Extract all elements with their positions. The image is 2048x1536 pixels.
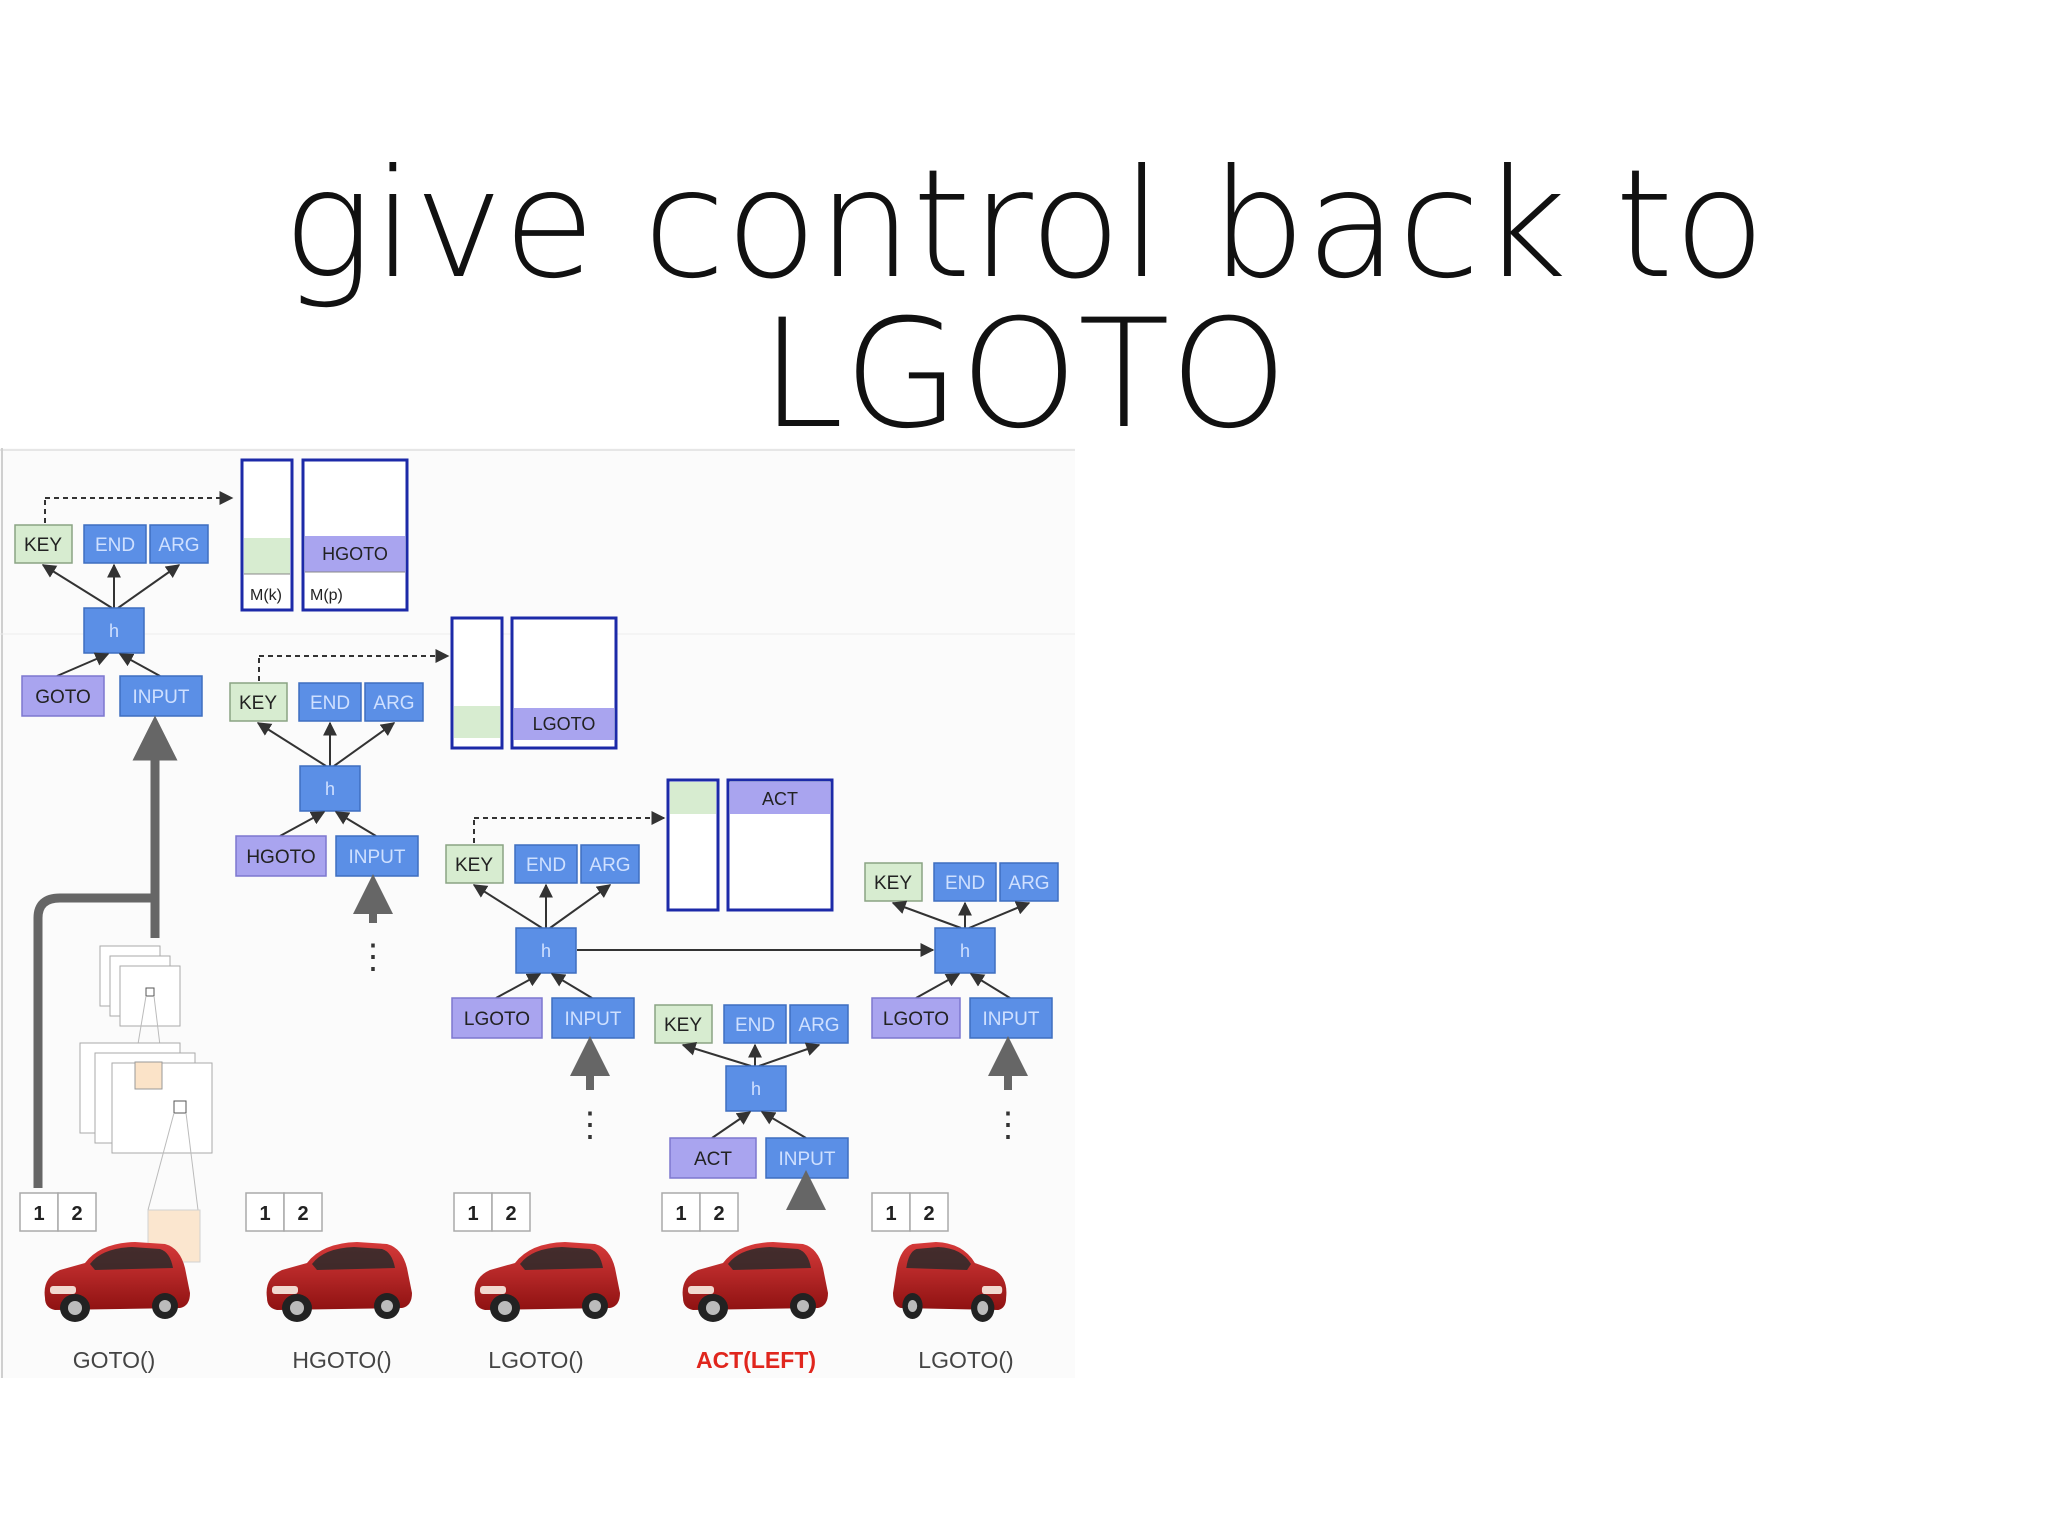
stage5-prog-label: LGOTO	[883, 1009, 949, 1030]
stage5-dots: ⋮	[991, 1106, 1025, 1144]
stage3-end-label: END	[526, 855, 566, 876]
stage3-arg-label: ARG	[589, 855, 630, 876]
npi-diagram: KEY END ARG h GOTO INPUT M(k) HGOTO M(p)…	[0, 448, 1075, 1378]
car-image-1	[44, 1242, 191, 1322]
frame-1-num2: 2	[71, 1203, 82, 1225]
stage2-core: KEY END ARG h HGOTO INPUT ⋮	[229, 649, 450, 976]
frame-2: 1 2	[245, 1192, 323, 1232]
frame-1-num1: 1	[33, 1203, 44, 1225]
frame-5-caption: LGOTO()	[918, 1347, 1013, 1373]
stage1-memory: M(k) HGOTO M(p)	[240, 458, 409, 612]
stage1-end-label: END	[95, 535, 135, 556]
stage4-arg-label: ARG	[798, 1015, 839, 1036]
stage3-mem-entry: ACT	[762, 789, 798, 809]
frame-4: 1 2	[661, 1192, 739, 1232]
stage1-prog-label: GOTO	[35, 687, 91, 708]
stage3-dots: ⋮	[573, 1106, 607, 1144]
stage1-mem-p-label: M(p)	[310, 587, 343, 604]
stage4-input-label: INPUT	[779, 1149, 836, 1170]
frame-5-num2: 2	[923, 1203, 934, 1225]
cnn-feature-maps	[33, 715, 213, 1263]
stage3-prog-label: LGOTO	[464, 1009, 530, 1030]
stage1-prog-box	[21, 675, 105, 717]
frame-2-caption: HGOTO()	[292, 1347, 391, 1373]
stage2-h-label: h	[325, 779, 335, 799]
frame-3-num2: 2	[505, 1203, 516, 1225]
stage2-mem-entry: LGOTO	[533, 714, 596, 734]
stage2-arg-label: ARG	[373, 693, 414, 714]
stage4-prog-label: ACT	[694, 1149, 732, 1170]
slide-title: give control back to LGOTO	[282, 138, 1766, 462]
frame-4-caption: ACT(LEFT)	[696, 1347, 816, 1373]
frame-4-num2: 2	[713, 1203, 724, 1225]
stage3-h-label: h	[541, 941, 551, 961]
frame-5: 1 2	[871, 1192, 949, 1232]
stage4-key-label: KEY	[664, 1015, 702, 1036]
stage1-arg-label: ARG	[158, 535, 199, 556]
frame-2-num1: 1	[259, 1203, 270, 1225]
stage1-mem-k-label: M(k)	[250, 587, 282, 604]
stage1-key-label: KEY	[24, 535, 62, 556]
stage2-key-label: KEY	[239, 693, 277, 714]
car-image-5	[893, 1242, 1007, 1322]
stage2-dots: ⋮	[356, 938, 390, 976]
stage4-h-label: h	[751, 1079, 761, 1099]
stage3-key-label: KEY	[455, 855, 493, 876]
stage2-prog-label: HGOTO	[246, 847, 315, 868]
stage1-core: KEY END ARG h GOTO INPUT	[14, 491, 234, 717]
frame-1: 1 2	[19, 1192, 97, 1232]
stage5-input-label: INPUT	[983, 1009, 1040, 1030]
frame-3: 1 2	[453, 1192, 531, 1232]
stage5-key-label: KEY	[874, 873, 912, 894]
stage1-h-box	[83, 607, 145, 654]
frame-2-num2: 2	[297, 1203, 308, 1225]
stage4-core: KEY END ARG h ACT INPUT	[654, 1004, 849, 1210]
stage3-core: KEY END ARG h LGOTO INPUT ⋮	[445, 811, 935, 1144]
stage5-core: KEY END ARG h LGOTO INPUT ⋮	[864, 862, 1059, 1144]
car-image-3	[474, 1242, 620, 1322]
frame-3-caption: LGOTO()	[488, 1347, 583, 1373]
stage3-memory: ACT	[666, 778, 834, 912]
frame-3-num1: 1	[467, 1203, 478, 1225]
stage2-input-label: INPUT	[349, 847, 406, 868]
stage3-input-label: INPUT	[565, 1009, 622, 1030]
stage2-end-label: END	[310, 693, 350, 714]
frame-4-num1: 1	[675, 1203, 686, 1225]
stage1-input-label: INPUT	[133, 687, 190, 708]
stage2-memory: LGOTO	[450, 616, 618, 750]
stage1-h-label: h	[109, 621, 119, 641]
stage1-mem-entry: HGOTO	[322, 544, 388, 564]
stage1-arg-box	[149, 524, 209, 564]
frame-1-caption: GOTO()	[73, 1347, 156, 1373]
stage5-end-label: END	[945, 873, 985, 894]
car-image-4	[682, 1242, 828, 1322]
stage5-arg-label: ARG	[1008, 873, 1049, 894]
stage5-h-label: h	[960, 941, 970, 961]
stage1-end-box	[83, 524, 147, 564]
frame-5-num1: 1	[885, 1203, 896, 1225]
car-image-2	[266, 1242, 412, 1322]
stage4-end-label: END	[735, 1015, 775, 1036]
stage1-key-box	[14, 524, 73, 564]
